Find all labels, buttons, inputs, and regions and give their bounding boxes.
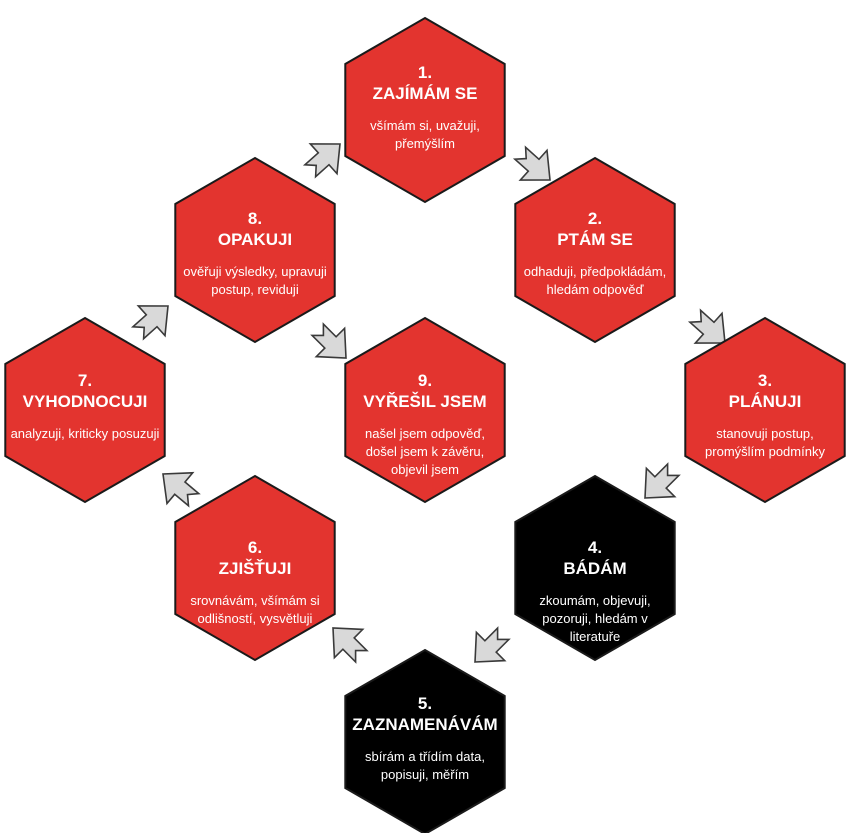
step-4-label: 4. BÁDÁM zkoumám, objevuji, pozoruji, hl…	[520, 537, 670, 646]
step-description: našel jsem odpověď, došel jsem k závěru,…	[364, 426, 485, 477]
step-number: 2.	[587, 209, 603, 228]
hexagon-step-2	[514, 156, 676, 344]
arrow-3-to-4	[644, 462, 681, 499]
arrow-7-to-8	[130, 305, 169, 341]
hexagon-step-7	[4, 316, 166, 504]
step-number: 9.	[417, 371, 433, 390]
step-title: OPAKUJI	[217, 230, 293, 249]
hexagon-step-3	[684, 316, 846, 504]
step-number: 7.	[77, 371, 93, 390]
step-description: analyzuji, kriticky posuzuji	[10, 426, 160, 441]
hexagons-layer	[4, 16, 846, 836]
step-9-label: 9. VYŘEŠIL JSEM našel jsem odpověď, doše…	[350, 370, 500, 479]
step-2-label: 2. PTÁM SE odhaduji, předpokládám, hledá…	[520, 208, 670, 299]
arrow-6-to-7	[162, 471, 201, 508]
step-number: 8.	[247, 209, 263, 228]
step-3-label: 3. PLÁNUJI stanovuji postup, promýšlím p…	[690, 370, 840, 461]
step-description: odhaduji, předpokládám, hledám odpověď	[523, 264, 667, 297]
step-title: VYHODNOCUJI	[22, 392, 148, 411]
step-description: srovnávám, všímám si odlišností, vysvětl…	[190, 593, 320, 626]
step-number: 6.	[247, 538, 263, 557]
arrow-4-to-5	[474, 626, 511, 663]
step-title: VYŘEŠIL JSEM	[363, 392, 487, 411]
hexagon-step-1	[344, 16, 506, 204]
step-title: ZJIŠŤUJI	[218, 559, 292, 578]
step-title: PTÁM SE	[557, 230, 633, 249]
step-7-label: 7. VYHODNOCUJI analyzuji, kriticky posuz…	[10, 370, 160, 443]
hexagon-step-9	[344, 316, 506, 504]
step-description: ověřuji výsledky, upravuji postup, revid…	[183, 264, 327, 297]
step-1-label: 1. ZAJÍMÁM SE všímám si, uvažuji, přemýš…	[350, 62, 500, 153]
arrow-2-to-3	[687, 308, 726, 344]
arrow-1-to-2	[512, 145, 551, 181]
hexagon-step-8	[174, 156, 336, 344]
step-5-label: 5. ZAZNAMENÁVÁM sbírám a třídím data, po…	[350, 693, 500, 784]
hexagon-step-4	[514, 474, 676, 662]
arrow-8-to-9	[310, 322, 347, 359]
step-8-label: 8. OPAKUJI ověřuji výsledky, upravuji po…	[180, 208, 330, 299]
step-number: 3.	[757, 371, 773, 390]
step-number: 5.	[417, 694, 433, 713]
step-description: sbírám a třídím data, popisuji, měřím	[365, 749, 485, 782]
step-title: BÁDÁM	[563, 559, 627, 578]
arrow-5-to-6	[332, 627, 369, 664]
arrows-layer	[130, 143, 726, 664]
step-title: PLÁNUJI	[728, 392, 802, 411]
step-description: zkoumám, objevuji, pozoruji, hledám v li…	[539, 593, 651, 644]
step-title: ZAJÍMÁM SE	[372, 84, 478, 103]
step-6-label: 6. ZJIŠŤUJI srovnávám, všímám si odlišno…	[180, 537, 330, 628]
step-number: 4.	[587, 538, 603, 557]
step-number: 1.	[417, 63, 433, 82]
arrow-8-to-1	[302, 143, 341, 179]
step-title: ZAZNAMENÁVÁM	[352, 715, 498, 734]
step-description: všímám si, uvažuji, přemýšlím	[370, 118, 480, 151]
step-description: stanovuji postup, promýšlím podmínky	[705, 426, 825, 459]
hexagon-step-6	[174, 474, 336, 662]
